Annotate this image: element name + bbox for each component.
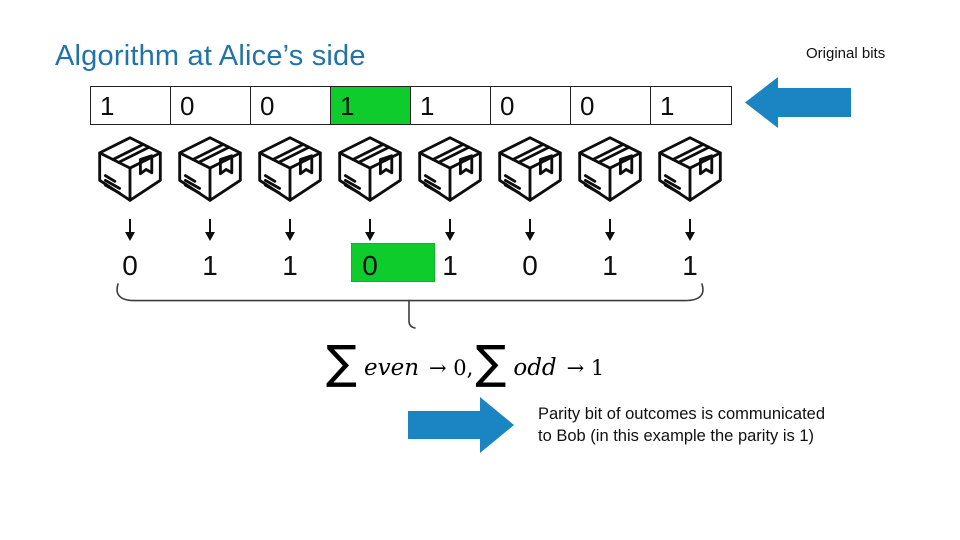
down-arrow-row <box>90 218 730 242</box>
parity-caption: Parity bit of outcomes is communicated t… <box>538 403 898 447</box>
parity-caption-line2: to Bob (in this example the parity is 1) <box>538 427 815 445</box>
original-bits-table: 1 0 0 1 1 0 0 1 <box>90 86 732 125</box>
down-arrow-icon <box>284 218 296 242</box>
slide-title: Algorithm at Alice’s side <box>55 40 366 72</box>
package-box-icon <box>174 133 246 205</box>
bit-cell: 1 <box>91 87 171 124</box>
formula-word-even: even <box>364 355 420 381</box>
parity-caption-line1: Parity bit of outcomes is communicated <box>538 405 826 423</box>
package-box-icon <box>334 133 406 205</box>
bit-cell: 0 <box>171 87 251 124</box>
bit-cell: 1 <box>651 87 731 124</box>
outcome-bit: 1 <box>202 250 218 281</box>
down-arrow-icon <box>364 218 376 242</box>
package-box-icon <box>654 133 726 205</box>
bit-cell: 1 <box>331 87 411 124</box>
down-arrow-icon <box>684 218 696 242</box>
down-arrow-icon <box>604 218 616 242</box>
formula-map-odd: → 1 <box>566 356 605 380</box>
left-block-arrow-icon <box>745 77 851 128</box>
original-bits-label: Original bits <box>806 45 886 62</box>
package-row <box>90 133 730 207</box>
down-arrow-icon <box>524 218 536 242</box>
formula-word-odd: odd <box>513 355 557 381</box>
outcome-bit: 0 <box>522 250 538 281</box>
bit-cell: 1 <box>411 87 491 124</box>
package-box-icon <box>574 133 646 205</box>
bit-cell: 0 <box>571 87 651 124</box>
outcome-highlight <box>351 243 435 282</box>
outcome-bit: 1 <box>442 250 458 281</box>
outcome-bit: 1 <box>682 250 698 281</box>
sum-symbol: ∑ <box>326 335 357 389</box>
outcome-bit: 1 <box>282 250 298 281</box>
outcome-row: 0 1 1 0 1 0 1 1 <box>90 249 730 283</box>
down-arrow-icon <box>124 218 136 242</box>
under-brace <box>116 283 704 329</box>
right-block-arrow-icon <box>408 397 514 453</box>
formula-map-even: → 0, <box>429 356 474 380</box>
sum-symbol: ∑ <box>475 335 507 389</box>
down-arrow-icon <box>444 218 456 242</box>
package-box-icon <box>254 133 326 205</box>
outcome-bit: 0 <box>362 250 378 281</box>
package-box-icon <box>494 133 566 205</box>
bit-cell: 0 <box>491 87 571 124</box>
package-box-icon <box>94 133 166 205</box>
parity-formula: ∑even→ 0,∑odd→ 1 <box>326 336 606 388</box>
package-box-icon <box>414 133 486 205</box>
outcome-bit: 1 <box>602 250 618 281</box>
outcome-bit: 0 <box>122 250 138 281</box>
down-arrow-icon <box>204 218 216 242</box>
bit-cell: 0 <box>251 87 331 124</box>
